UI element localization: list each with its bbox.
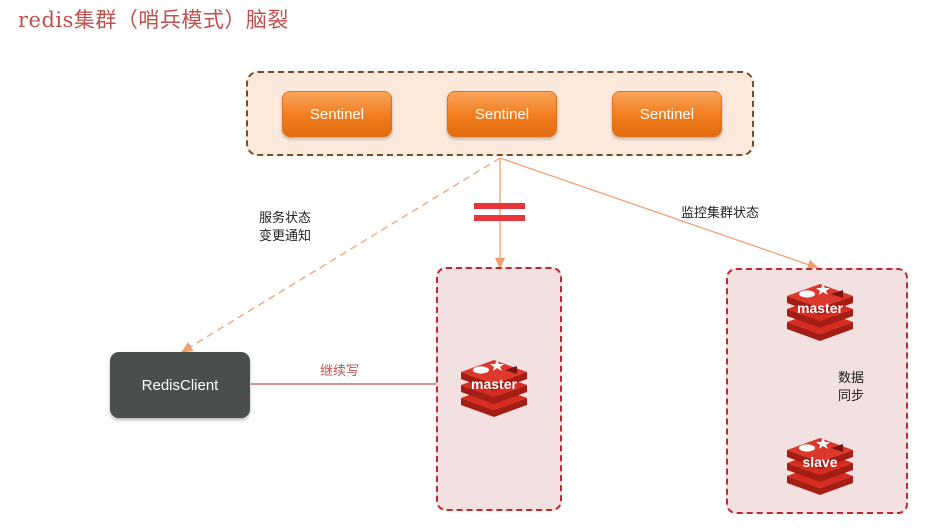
broken-link-bar-top	[474, 203, 525, 209]
page-title: redis集群（哨兵模式）脑裂	[18, 8, 289, 32]
sync-label-line1: 数据	[838, 371, 865, 386]
sentinel-group: Sentinel Sentinel Sentinel	[246, 71, 754, 156]
notify-arrow	[180, 157, 501, 353]
broken-link-bar-bottom	[474, 215, 525, 221]
continue-write-label: 继续写	[320, 364, 360, 379]
right-slave-node: slave	[783, 430, 857, 496]
sync-label-line2: 同步	[838, 389, 865, 404]
redis-client-label: RedisClient	[141, 376, 219, 394]
notify-label: 服务状态 变更通知	[259, 210, 311, 246]
right-slave-label: slave	[802, 454, 838, 470]
redis-logo-icon	[787, 438, 853, 495]
left-master-node: master	[457, 352, 531, 418]
sentinel-node: Sentinel	[282, 91, 392, 137]
left-master-label: master	[471, 376, 517, 392]
notify-label-line2: 变更通知	[259, 229, 312, 244]
redis-client-node: RedisClient	[110, 352, 250, 418]
monitor-label: 监控集群状态	[681, 206, 760, 221]
sentinel-node: Sentinel	[447, 91, 557, 137]
notify-label-line1: 服务状态	[259, 211, 312, 226]
sentinel-node: Sentinel	[612, 91, 722, 137]
redis-logo-icon	[461, 360, 527, 417]
monitor-arrow	[499, 157, 820, 270]
right-master-node: master	[783, 276, 857, 342]
right-master-label: master	[797, 300, 843, 316]
sync-label: 数据 同步	[838, 370, 864, 406]
redis-logo-icon	[787, 284, 853, 341]
